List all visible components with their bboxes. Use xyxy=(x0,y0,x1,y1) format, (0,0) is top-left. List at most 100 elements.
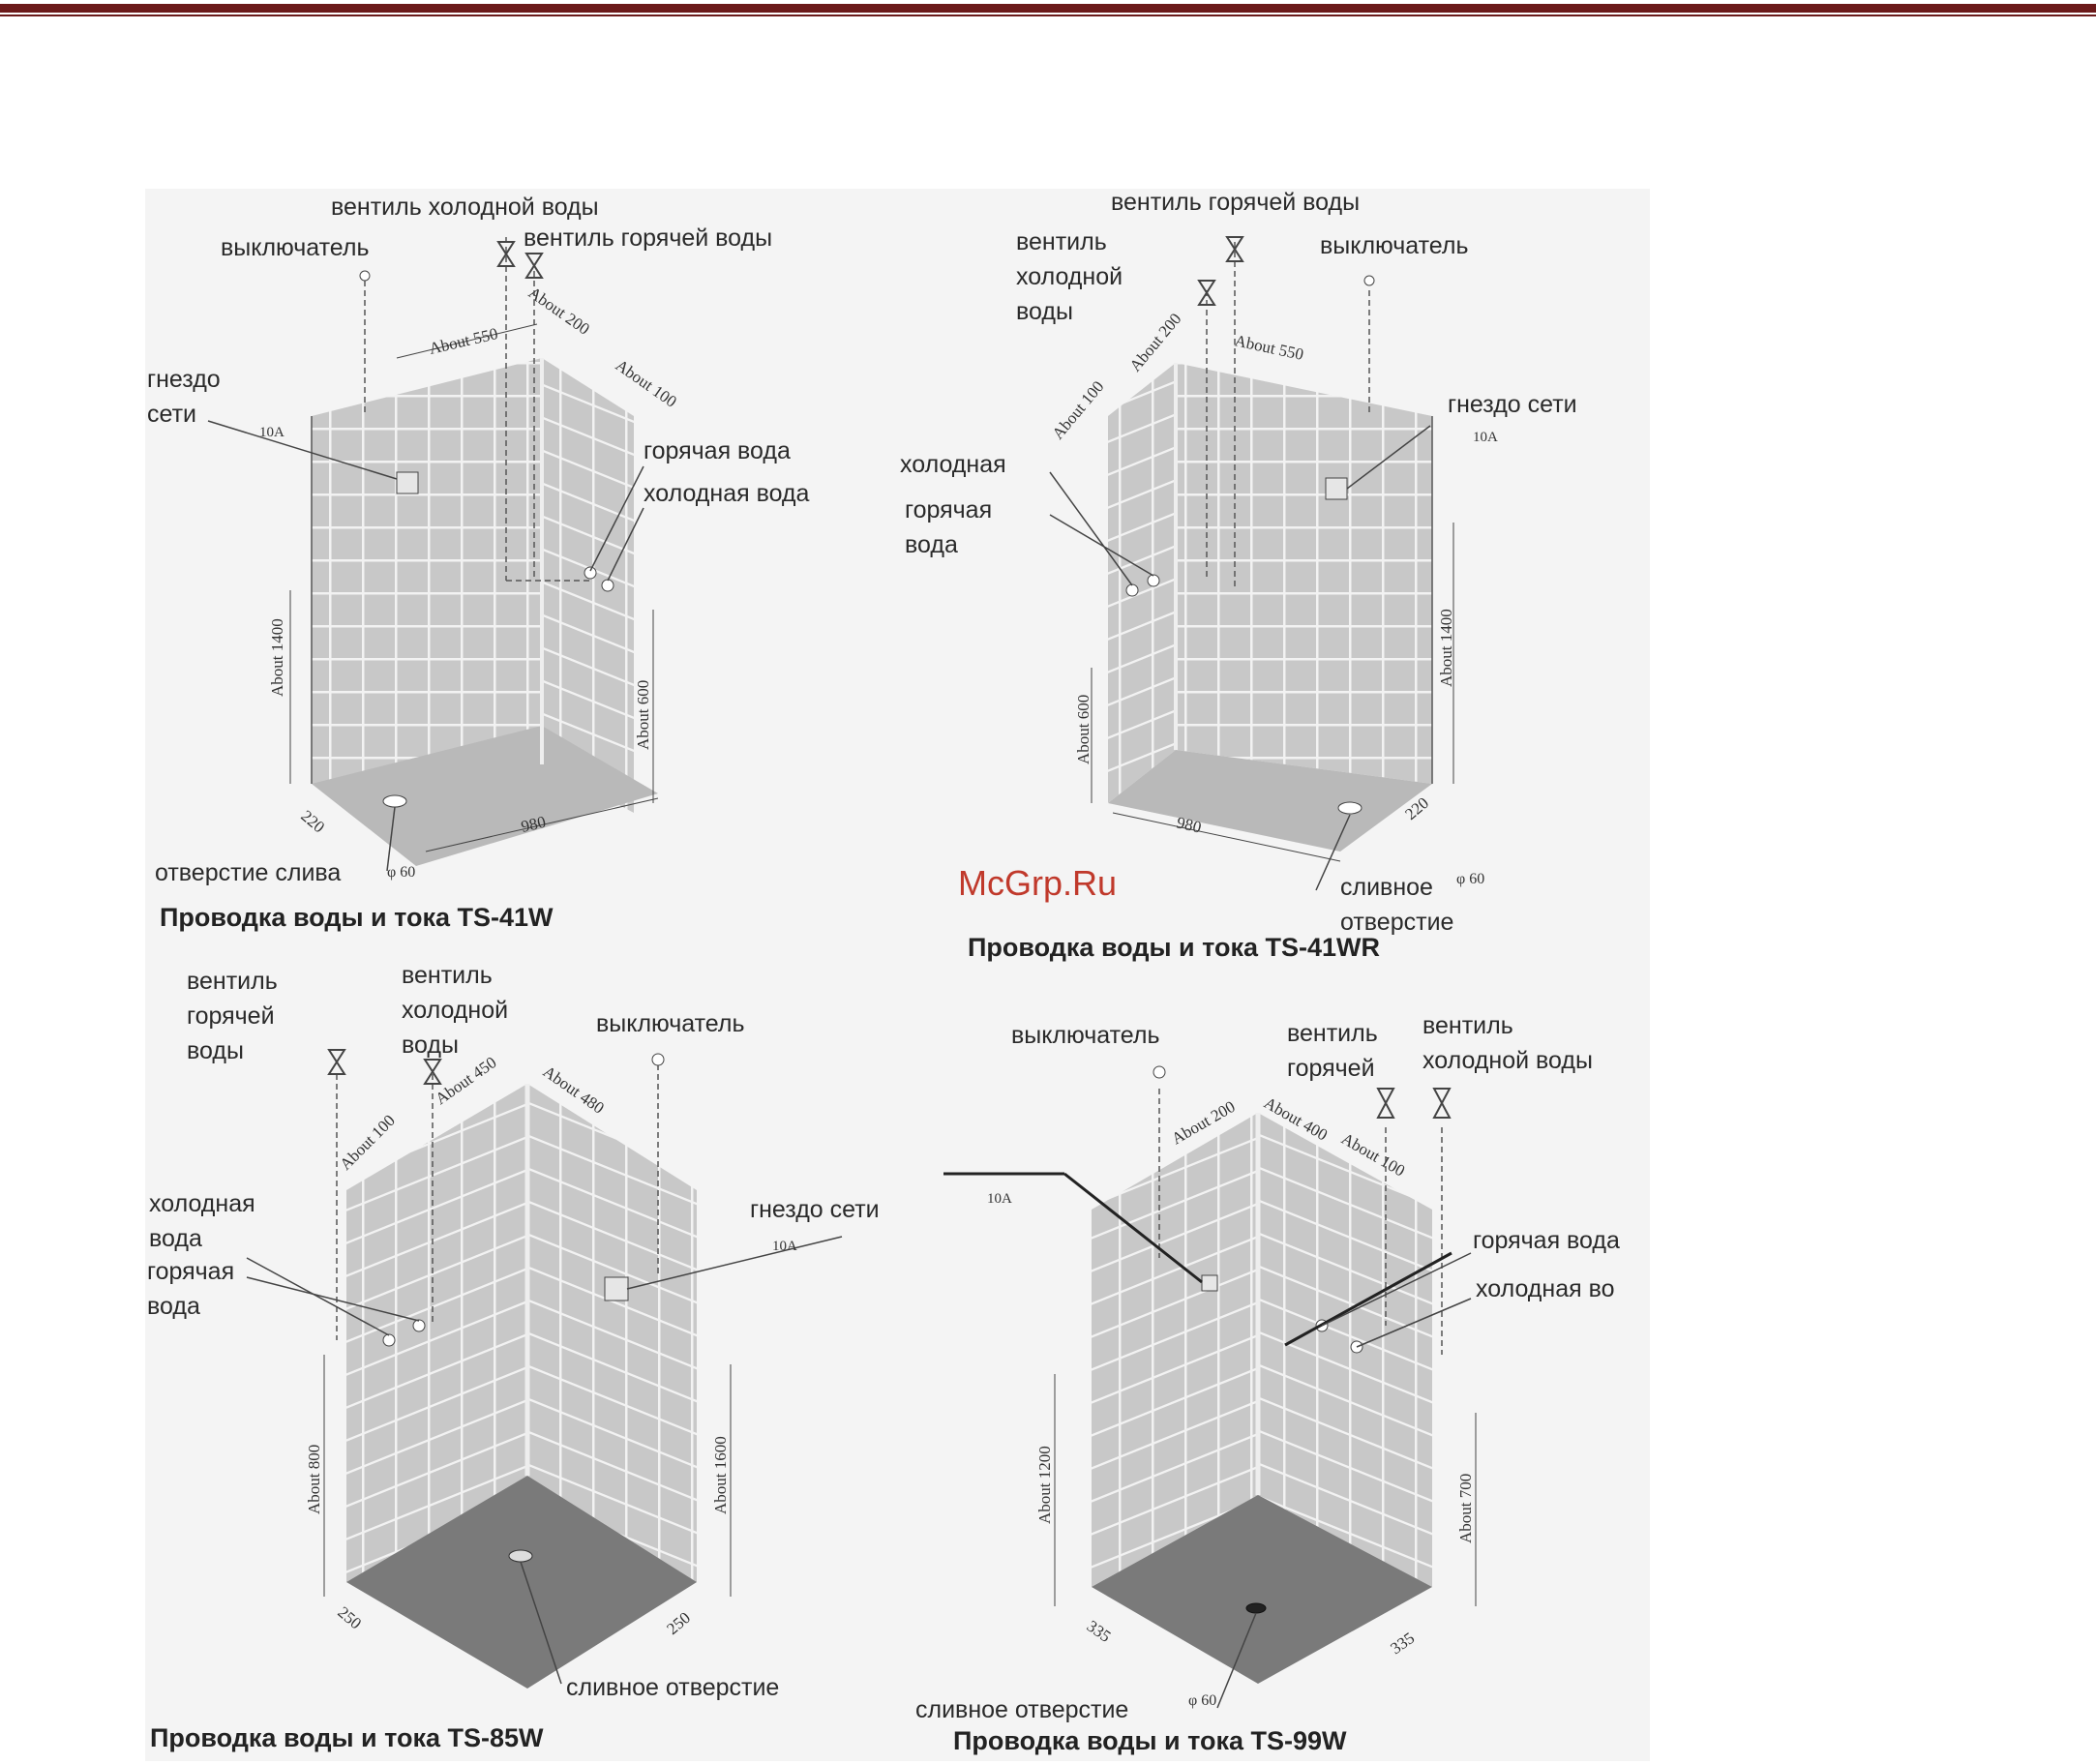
d4-drain-label: сливное отверстие xyxy=(915,1696,1128,1723)
d2-socket-label: гнездо сети xyxy=(1448,391,1577,418)
d1-cold-valve-label: вентиль холодной воды xyxy=(331,194,599,221)
d4-dim-700: About 700 xyxy=(1456,1474,1475,1543)
d4-hot-valve-label-2: горячей xyxy=(1287,1055,1375,1082)
d3-cold-valve-label-3: воды xyxy=(402,1031,459,1059)
header-rule-thick xyxy=(0,4,2096,13)
d4-left-wall xyxy=(1092,1113,1258,1587)
d4-hot-valve-label-1: вентиль xyxy=(1287,1020,1378,1047)
d2-drain-label-2: отверстие xyxy=(1340,909,1453,936)
d3-cold-valve-label-2: холодной xyxy=(402,997,508,1024)
d2-drain-hole xyxy=(1337,801,1362,815)
d2-drain-dia: φ 60 xyxy=(1456,871,1484,887)
d1-socket-rating: 10A xyxy=(259,425,284,440)
d1-hot-valve-label: вентиль горячей воды xyxy=(524,224,772,252)
d4-hot-water-label: горячая вода xyxy=(1473,1227,1620,1254)
d2-cold-outlet xyxy=(1125,583,1139,597)
d4-socket-rating: 10A xyxy=(987,1191,1012,1207)
d3-cold-outlet xyxy=(412,1319,426,1332)
d4-socket xyxy=(1201,1274,1218,1292)
d3-hot-outlet xyxy=(382,1333,396,1347)
d1-floor xyxy=(312,726,658,866)
d3-dim-800: About 800 xyxy=(305,1445,323,1514)
d1-cold-valve-icon xyxy=(496,241,516,267)
d1-cold-outlet xyxy=(601,579,614,592)
d4-drain-dia: φ 60 xyxy=(1188,1692,1216,1709)
d2-hot-label-2: вода xyxy=(905,531,958,558)
d2-dim-100: About 100 xyxy=(1049,377,1108,443)
diagram-ts-41w: выключатель вентиль холодной воды вентил… xyxy=(147,194,810,932)
d1-socket-label-1: гнездо xyxy=(147,366,221,393)
d4-floor xyxy=(1092,1495,1432,1684)
d3-hot-water-label-2: вода xyxy=(147,1293,200,1320)
d4-switch-icon xyxy=(1153,1065,1166,1079)
d1-dim-200: About 200 xyxy=(525,284,593,339)
d3-cold-valve-label-1: вентиль xyxy=(402,962,493,989)
d1-dim-100: About 100 xyxy=(613,356,680,411)
diagram-ts-41wr: вентиль горячей воды вентиль холодной во… xyxy=(900,189,1577,962)
d4-right-wall xyxy=(1258,1113,1432,1587)
d4-dim-335-left: 335 xyxy=(1084,1617,1115,1646)
d2-socket-rating: 10A xyxy=(1473,430,1498,445)
d2-side-wall xyxy=(1108,363,1176,803)
d2-caption: Проводка воды и тока TS-41WR xyxy=(968,933,1380,962)
d1-back-wall xyxy=(312,358,542,784)
diagram-ts-99w: выключатель вентиль горячей вентиль холо… xyxy=(915,1012,1620,1755)
d2-cold-valve-icon xyxy=(1197,280,1216,306)
d3-hot-valve-label-1: вентиль xyxy=(187,968,278,995)
d2-socket xyxy=(1325,477,1348,500)
d2-dim-600: About 600 xyxy=(1074,695,1093,764)
d1-hot-outlet xyxy=(584,566,597,580)
d1-dim-220: 220 xyxy=(297,807,328,837)
d2-hot-outlet xyxy=(1147,574,1160,587)
d3-cold-water-label-2: вода xyxy=(149,1225,202,1252)
d1-switch-icon xyxy=(359,270,371,282)
d1-drain-hole xyxy=(382,794,407,808)
d4-dim-1200: About 1200 xyxy=(1035,1446,1054,1524)
d4-cold-valve-icon xyxy=(1432,1088,1452,1119)
d4-switch-label: выключатель xyxy=(1011,1022,1160,1049)
d1-cold-water-label: холодная вода xyxy=(644,480,810,507)
d3-caption: Проводка воды и тока TS-85W xyxy=(150,1723,544,1752)
d3-socket xyxy=(604,1276,629,1301)
d4-hot-valve-icon xyxy=(1376,1088,1395,1119)
diagram-ts-85w: вентиль горячей воды вентиль холодной во… xyxy=(147,962,880,1752)
d2-hot-valve-icon xyxy=(1225,236,1244,262)
d2-cold-label: холодная xyxy=(900,451,1006,478)
d4-caption: Проводка воды и тока TS-99W xyxy=(953,1726,1347,1755)
d4-cold-valve-label-2: холодной воды xyxy=(1422,1047,1593,1074)
d1-switch-label: выключатель xyxy=(221,234,370,261)
d1-socket xyxy=(396,471,419,494)
d1-dim-1400: About 1400 xyxy=(268,618,286,697)
d1-dim-600: About 600 xyxy=(634,680,652,750)
d2-dim-1400: About 1400 xyxy=(1437,609,1455,687)
d1-hot-valve-icon xyxy=(524,253,544,279)
d2-drain-label-1: сливное xyxy=(1340,874,1433,901)
d3-dim-100: About 100 xyxy=(336,1111,399,1174)
d1-caption: Проводка воды и тока TS-41W xyxy=(160,903,554,932)
d1-socket-label-2: сети xyxy=(147,401,196,428)
d2-cold-valve-label-3: воды xyxy=(1016,298,1073,325)
d2-cold-valve-label-2: холодной xyxy=(1016,263,1123,290)
d3-hot-valve-label-3: воды xyxy=(187,1037,244,1064)
d3-dim-450: About 450 xyxy=(432,1053,499,1108)
d3-switch-icon xyxy=(651,1053,665,1066)
d2-hot-label-1: горячая xyxy=(905,496,992,523)
d3-dim-1600: About 1600 xyxy=(711,1436,730,1514)
d3-left-wall xyxy=(346,1084,527,1582)
d4-cold-water-label: холодная во xyxy=(1476,1275,1614,1302)
d3-dim-250-right: 250 xyxy=(663,1608,694,1638)
d4-dim-335-right: 335 xyxy=(1387,1629,1418,1658)
d2-switch-label: выключатель xyxy=(1320,232,1469,259)
d3-drain-label: сливное отверстие xyxy=(566,1674,779,1701)
d3-drain-hole xyxy=(508,1549,533,1563)
d3-dim-250-left: 250 xyxy=(334,1603,365,1633)
header-rule xyxy=(0,0,2096,19)
d2-floor xyxy=(1108,750,1432,852)
d1-drain-label: отверстие слива xyxy=(155,859,341,886)
d3-cold-valve-icon xyxy=(423,1059,442,1085)
d1-drain-dia: φ 60 xyxy=(387,864,415,881)
d4-cold-valve-label-1: вентиль xyxy=(1422,1012,1513,1039)
watermark: McGrp.Ru xyxy=(958,863,1117,903)
d2-back-wall xyxy=(1176,363,1432,784)
